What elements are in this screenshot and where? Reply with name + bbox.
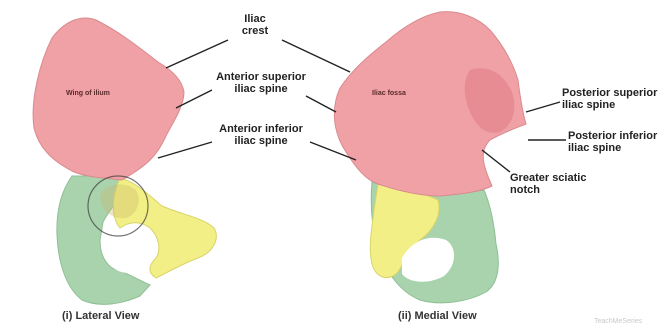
label-greater-sciatic-notch: Greater sciatic notch [510, 172, 606, 196]
label-piis-line1: Posterior inferior [568, 130, 666, 142]
label-wing-of-ilium: Wing of ilium [66, 90, 110, 97]
label-psis-line2: iliac spine [562, 99, 666, 111]
medial-view-bone [334, 12, 526, 303]
watermark: TeachMeSeries [594, 318, 642, 325]
label-iliac-fossa: Iliac fossa [372, 90, 406, 97]
label-gsn-line1: Greater sciatic [510, 172, 606, 184]
label-anterior-inferior-iliac-spine: Anterior inferior iliac spine [206, 123, 316, 147]
label-asis-line1: Anterior superior [206, 71, 316, 83]
leader-psis [526, 102, 560, 112]
leader-aiis-left [158, 142, 212, 158]
label-iliac-crest: Iliac crest [226, 13, 284, 37]
caption-lateral-view: (i) Lateral View [62, 310, 139, 322]
label-psis-line1: Posterior superior [562, 87, 666, 99]
lateral-ilium [33, 18, 184, 180]
label-asis-line2: iliac spine [206, 83, 316, 95]
label-aiis-line2: iliac spine [206, 135, 316, 147]
label-anterior-superior-iliac-spine: Anterior superior iliac spine [206, 71, 316, 95]
caption-medial-view: (ii) Medial View [398, 310, 477, 322]
leader-asis-right [306, 96, 336, 112]
label-gsn-line2: notch [510, 184, 606, 196]
leader-greater-sciatic-notch [482, 150, 510, 172]
label-aiis-line1: Anterior inferior [206, 123, 316, 135]
label-piis-line2: iliac spine [568, 142, 666, 154]
leader-iliac-crest-right [282, 40, 350, 72]
leader-iliac-crest-left [166, 40, 228, 68]
label-iliac-crest-line1: Iliac [226, 13, 284, 25]
lateral-view-bone [33, 18, 216, 304]
label-posterior-superior-iliac-spine: Posterior superior iliac spine [562, 87, 666, 111]
label-posterior-inferior-iliac-spine: Posterior inferior iliac spine [568, 130, 666, 154]
label-iliac-crest-line2: crest [226, 25, 284, 37]
